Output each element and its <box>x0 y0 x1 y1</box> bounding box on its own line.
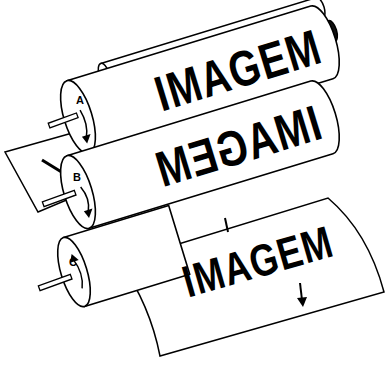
cylinder-letter: B <box>73 172 81 183</box>
shaft <box>38 274 72 290</box>
cylinder-letter: C <box>69 257 77 268</box>
impression-cylinder <box>51 205 190 310</box>
shaft <box>48 113 78 128</box>
shaft <box>42 190 76 206</box>
cylinder-letter: A <box>76 95 84 106</box>
